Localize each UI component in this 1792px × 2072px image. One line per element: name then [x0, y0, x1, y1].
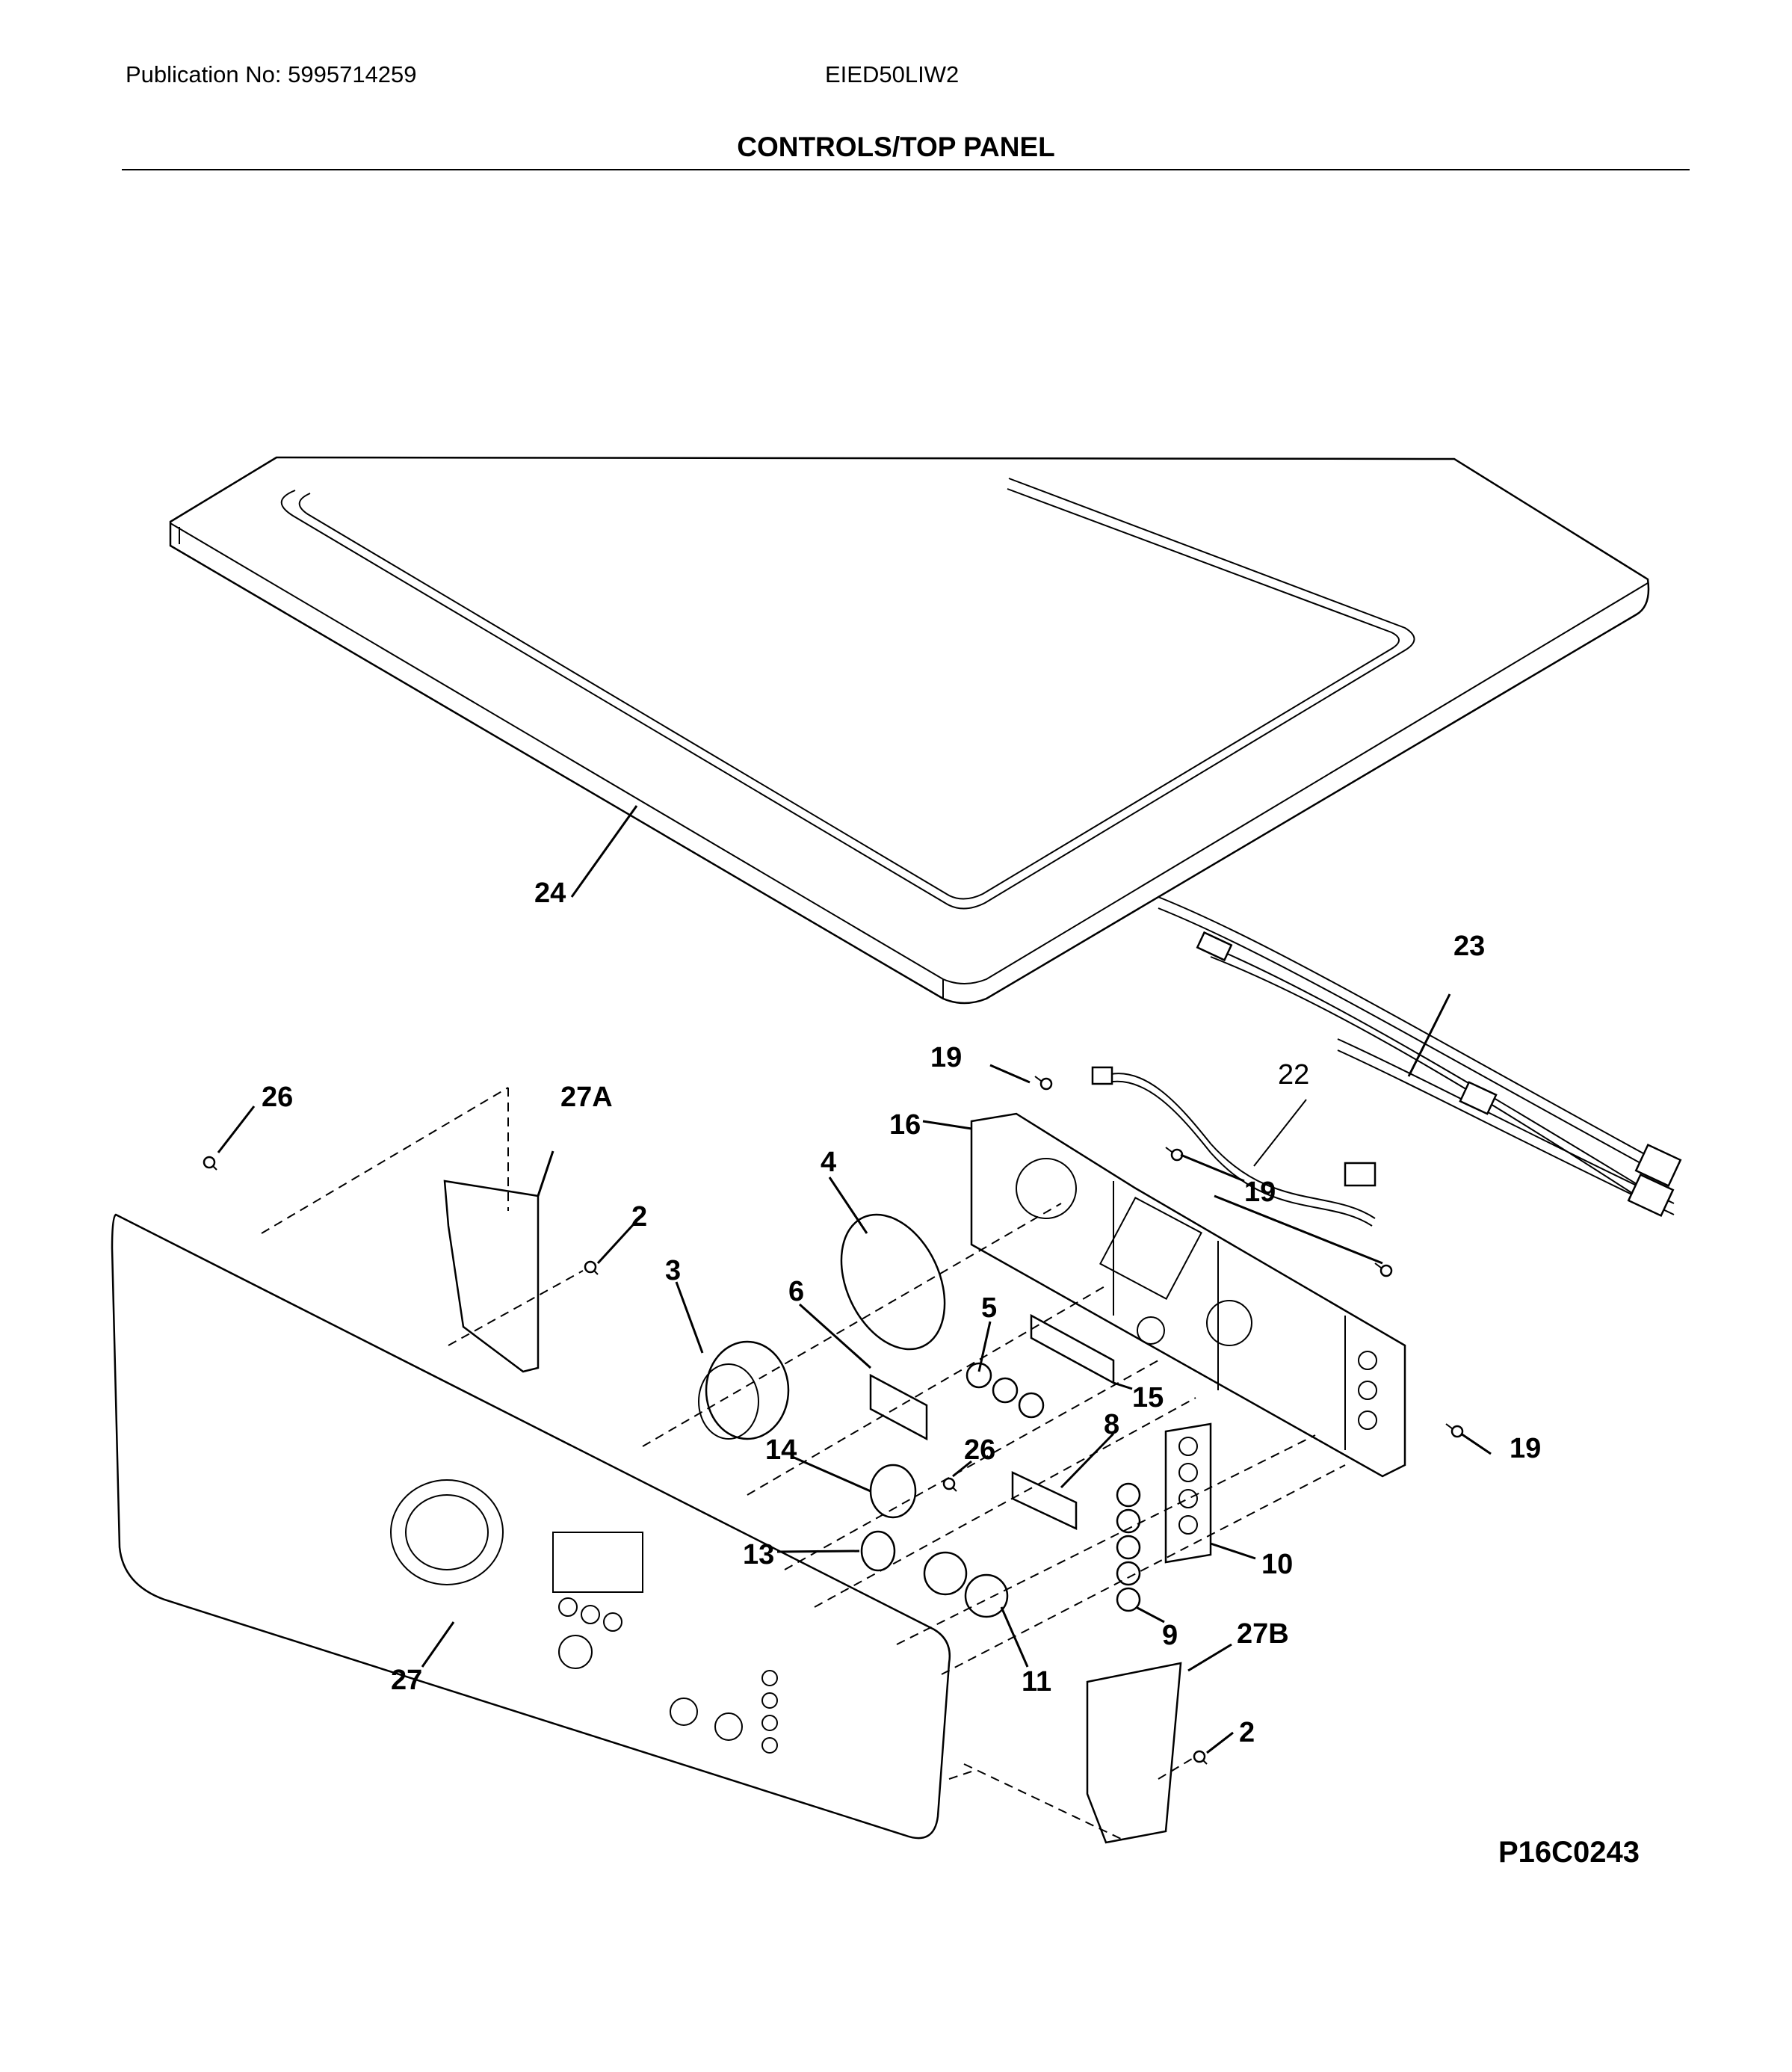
callout-24: 24 [534, 878, 566, 909]
callout-3: 3 [665, 1255, 681, 1286]
screw-parts [203, 1076, 1464, 1765]
knob-ring-part [840, 1213, 946, 1351]
control-console-part [111, 1213, 951, 1840]
callout-13: 13 [743, 1539, 774, 1570]
callout-26-left: 26 [262, 1082, 293, 1113]
wire-part-22 [1091, 1066, 1377, 1227]
callout-9: 9 [1162, 1620, 1178, 1651]
lens-part [869, 1373, 928, 1441]
knob-part [698, 1340, 790, 1440]
callout-27: 27 [391, 1665, 422, 1696]
page-title: CONTROLS/TOP PANEL [737, 132, 1055, 162]
callout-2-upper: 2 [631, 1201, 647, 1233]
alignment-lines [261, 1087, 1346, 1840]
bracket-part-27a [443, 1180, 540, 1373]
callout-15: 15 [1132, 1382, 1164, 1413]
callout-4: 4 [821, 1147, 836, 1178]
button-column-part-9 [1116, 1482, 1141, 1612]
callout-14: 14 [765, 1434, 797, 1466]
callout-8: 8 [1104, 1409, 1119, 1440]
callout-11: 11 [1022, 1666, 1051, 1698]
callout-6: 6 [788, 1276, 804, 1307]
button-part-13 [860, 1530, 896, 1572]
button-strip-part [1030, 1313, 1115, 1385]
callout-19-right: 19 [1510, 1433, 1541, 1464]
publication-number: Publication No: 5995714259 [126, 61, 417, 87]
control-board-part [970, 1112, 1406, 1478]
callout-10: 10 [1261, 1549, 1293, 1580]
bracket-part-27b [1086, 1662, 1182, 1844]
top-panel-part [169, 456, 1650, 1005]
callout-19-top: 19 [930, 1042, 962, 1073]
callout-27b: 27B [1237, 1618, 1289, 1650]
callout-22: 22 [1278, 1059, 1309, 1091]
header-rule [122, 169, 1690, 170]
callout-27a: 27A [560, 1082, 613, 1113]
callout-26-center: 26 [964, 1434, 995, 1466]
button-assembly-part-8 [1011, 1471, 1078, 1530]
callout-19-middle: 19 [1244, 1177, 1276, 1208]
model-number: EIED50LIW2 [825, 61, 960, 87]
callout-16: 16 [889, 1109, 921, 1141]
leader-lines [217, 805, 1492, 1754]
callout-5: 5 [981, 1292, 997, 1324]
callout-2-lower: 2 [1239, 1717, 1255, 1748]
wire-harness-part [1158, 896, 1682, 1218]
diagram-id: P16C0243 [1498, 1836, 1640, 1869]
callout-23: 23 [1453, 931, 1485, 962]
button-part-11 [923, 1551, 1009, 1618]
switch-part-5 [965, 1362, 1045, 1419]
button-column-part-10 [1164, 1422, 1212, 1564]
